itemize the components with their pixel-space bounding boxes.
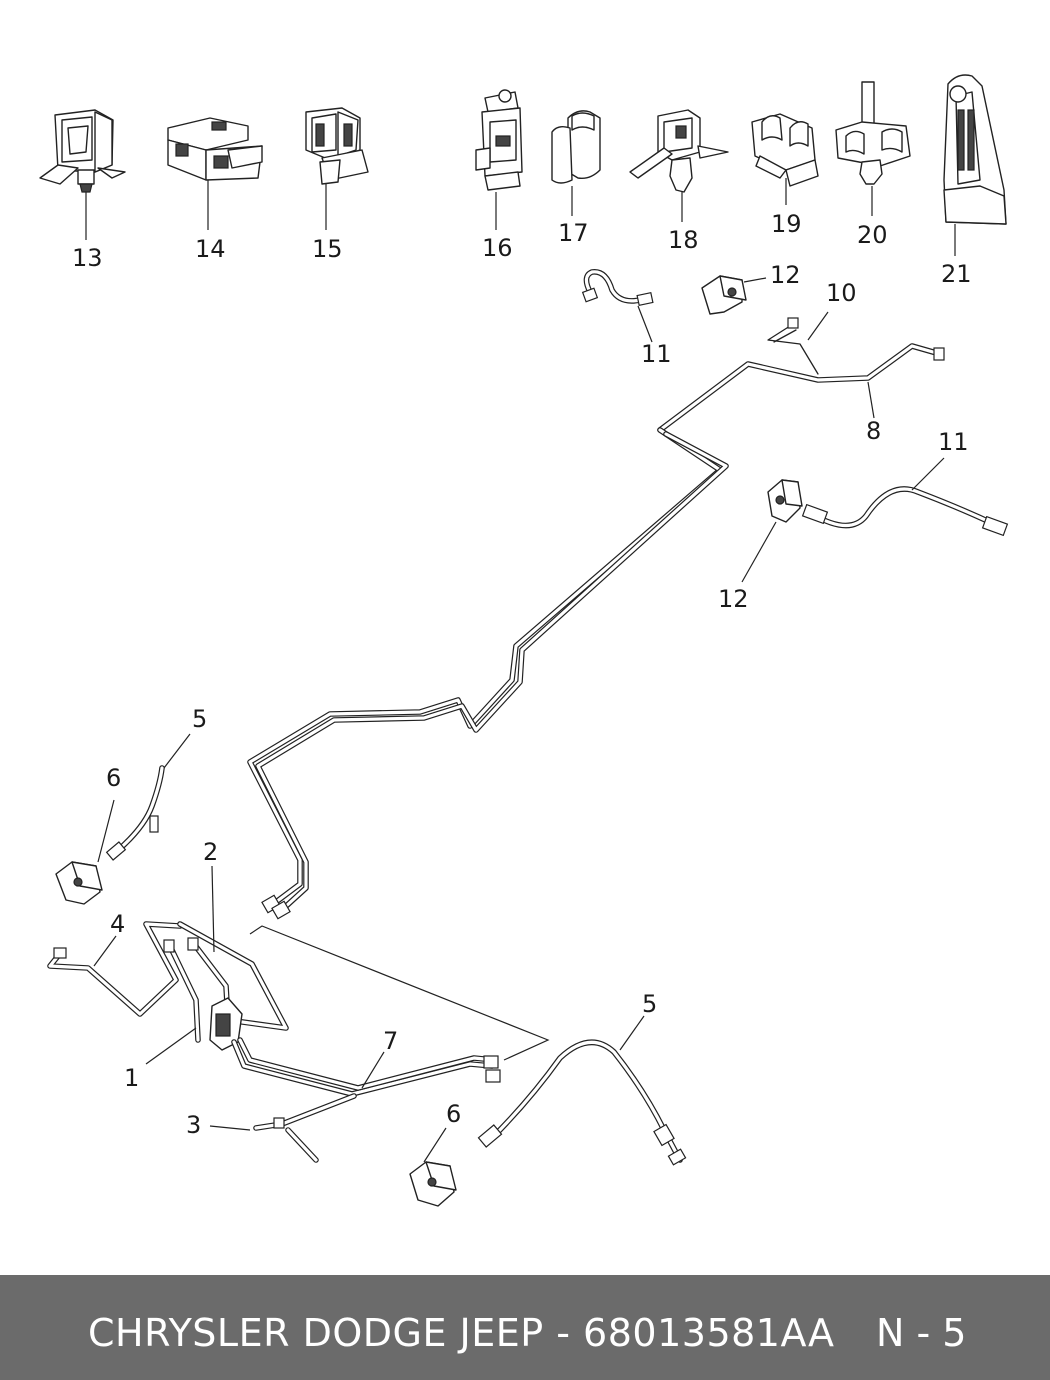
clip-15-illustration — [305, 107, 369, 185]
footer-part-title: CHRYSLER DODGE JEEP - 68013581AA — [88, 1311, 835, 1355]
line-7-illustration — [231, 1037, 501, 1097]
callout-10: 10 — [826, 279, 857, 307]
leader-5-left — [163, 733, 191, 769]
line-8-illustration — [657, 343, 945, 433]
callout-18: 18 — [668, 226, 699, 254]
leader-4 — [93, 935, 117, 967]
callout-21: 21 — [941, 260, 972, 288]
clip-16-illustration — [475, 89, 523, 191]
callout-8: 8 — [866, 417, 881, 445]
leader-6-left — [97, 799, 115, 863]
clip-17-illustration — [551, 110, 601, 184]
clip-12-right-illustration — [767, 479, 803, 523]
footer-page-number: N - 5 — [876, 1311, 967, 1355]
line-2-illustration — [163, 921, 289, 1043]
callout-12-upper: 12 — [770, 261, 801, 289]
line-3-illustration — [253, 1093, 357, 1163]
hose-5-right-illustration — [477, 1039, 687, 1166]
leader-3 — [209, 1125, 251, 1131]
leader-11-upper — [637, 305, 653, 343]
callout-5-right: 5 — [642, 990, 657, 1018]
callout-19: 19 — [771, 210, 802, 238]
callout-3: 3 — [186, 1111, 201, 1139]
callout-16: 16 — [482, 234, 513, 262]
leader-11-right — [911, 457, 945, 491]
valve-block-1-illustration — [209, 997, 243, 1051]
leader-10 — [807, 311, 829, 341]
callout-6-left: 6 — [106, 764, 121, 792]
line-10-illustration — [767, 317, 819, 375]
callout-6-lower: 6 — [446, 1100, 461, 1128]
leader-5-right — [619, 1015, 645, 1051]
footer-bar: CHRYSLER DODGE JEEP - 68013581AA N - 5 — [0, 1275, 1050, 1380]
clip-21-illustration — [943, 74, 1007, 225]
brake-line-exploded-diagram: 13 14 15 16 17 — [39, 74, 1009, 1207]
leader-2 — [211, 865, 215, 953]
clip-6-left-illustration — [55, 861, 103, 905]
callout-15: 15 — [312, 235, 343, 263]
callout-13: 13 — [72, 244, 103, 272]
clip-6-lower-illustration — [409, 1161, 457, 1207]
callout-2: 2 — [203, 838, 218, 866]
clip-14-illustration — [167, 117, 263, 181]
hose-11-upper-illustration — [581, 269, 654, 307]
callout-1: 1 — [124, 1064, 139, 1092]
callout-17: 17 — [558, 219, 589, 247]
clip-12-upper-illustration — [701, 275, 747, 315]
line-4-illustration — [47, 921, 183, 1017]
callout-11-right: 11 — [938, 428, 969, 456]
clip-18-illustration — [629, 109, 729, 193]
guide-line — [249, 925, 550, 1061]
leader-12-upper — [743, 277, 767, 283]
callout-14: 14 — [195, 235, 226, 263]
callout-12-right: 12 — [718, 585, 749, 613]
callout-7: 7 — [383, 1027, 398, 1055]
leader-8 — [867, 381, 875, 419]
callout-20: 20 — [857, 221, 888, 249]
leader-12-right — [741, 521, 777, 583]
clip-20-illustration — [835, 81, 911, 185]
leader-1 — [145, 1027, 197, 1065]
leader-7 — [361, 1051, 385, 1089]
hose-5-left-illustration — [105, 765, 165, 861]
leader-6-lower — [423, 1127, 447, 1163]
callout-5-left: 5 — [192, 705, 207, 733]
callout-11-upper: 11 — [641, 340, 672, 368]
main-brake-line-illustration — [247, 427, 729, 920]
clip-19-illustration — [751, 113, 819, 187]
callout-4: 4 — [110, 910, 125, 938]
hose-11-right-illustration — [801, 486, 1009, 537]
clip-13-illustration — [39, 109, 126, 193]
